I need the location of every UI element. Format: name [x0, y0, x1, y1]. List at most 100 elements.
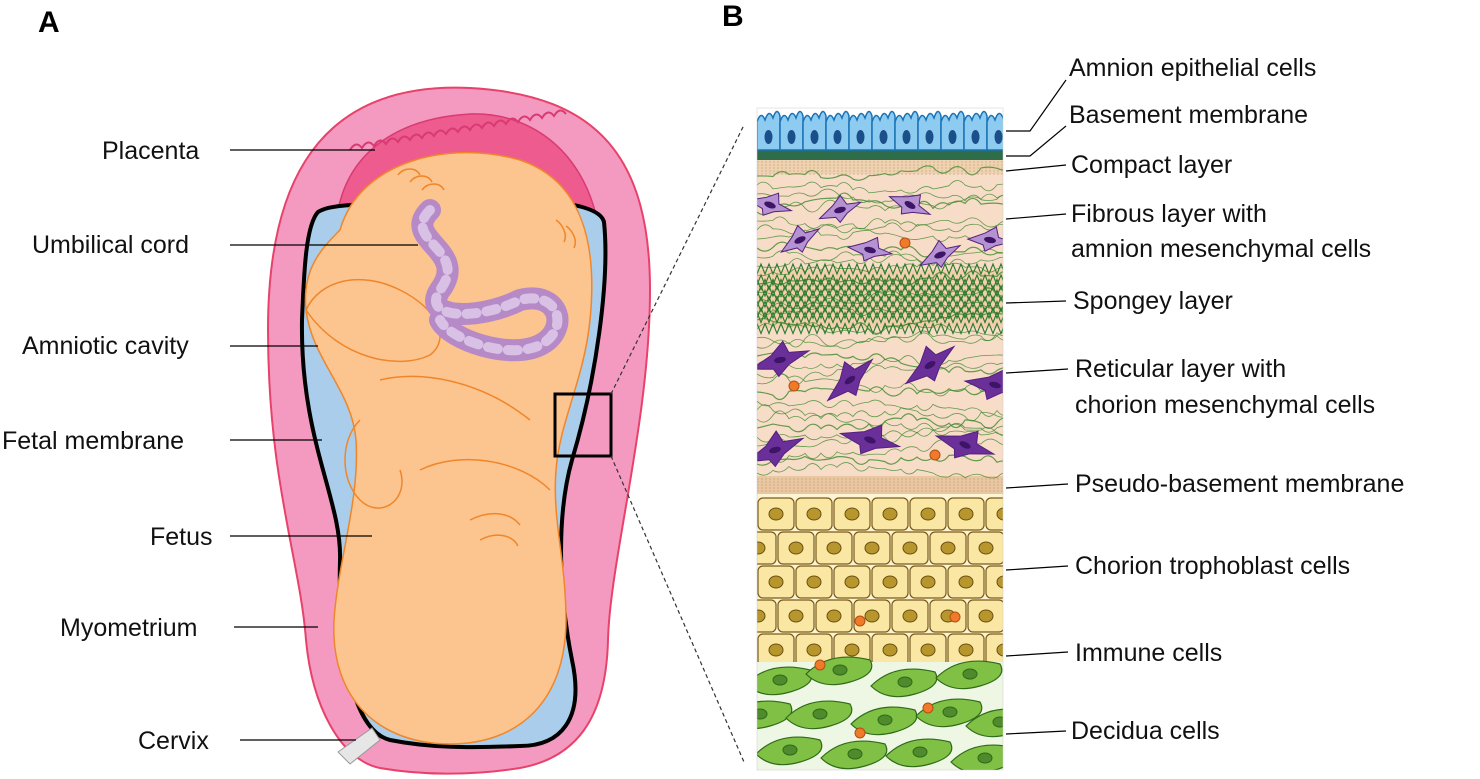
trophoblast-nucleus [757, 541, 766, 555]
pseudo-basement-band [757, 476, 1003, 494]
mesenchymal-cells [757, 192, 1003, 468]
zoom-guide-bottom [610, 455, 745, 763]
collagen-fiber [757, 287, 1003, 299]
amnion-nucleus [902, 130, 911, 144]
collagen-fiber [757, 354, 1003, 369]
collagen-fiber [757, 330, 1003, 349]
collagen-fiber [757, 384, 1003, 401]
membrane-cross-section [757, 110, 1060, 770]
collagen-fiber [757, 429, 1003, 443]
label-placenta: Placenta [102, 137, 199, 165]
label-chorion-trophoblast: Chorion trophoblast cells [1075, 552, 1350, 580]
compact-layer-band [757, 160, 1003, 174]
trophoblast-nucleus [920, 507, 936, 521]
spongey-fiber [757, 295, 1003, 309]
leader-basement-membrane [1006, 125, 1067, 157]
leader-pseudo-basement [1005, 483, 1069, 489]
basement-membrane-band [757, 150, 1003, 160]
trophoblast-nucleus [958, 643, 974, 657]
decidua-nucleus [782, 744, 798, 756]
immune-cells-group [788, 237, 961, 739]
cervix-shape [337, 727, 381, 765]
label-reticular-line2: chorion mesenchymal cells [1075, 391, 1375, 419]
placenta-villi-edge [349, 109, 567, 151]
leader-decidua-cells [1005, 730, 1067, 735]
magnification-box [553, 392, 613, 458]
label-basement-membrane: Basement membrane [1069, 101, 1308, 129]
collagen-fiber [757, 192, 1003, 216]
trophoblast-nucleus [996, 643, 1003, 657]
decidua-nucleus [877, 714, 893, 726]
trophoblast-nucleus [902, 609, 918, 623]
trophoblast-cell [757, 599, 777, 633]
decidua-nucleus [942, 706, 958, 718]
trophoblast-nucleus [788, 609, 804, 623]
decidua-nucleus [992, 716, 1003, 728]
label-fetus: Fetus [150, 523, 213, 551]
trophoblast-nucleus [844, 507, 860, 521]
panel-b-letter: B [722, 0, 744, 33]
trophoblast-cell [1006, 532, 1042, 564]
collagen-fiber [757, 248, 1003, 264]
label-decidua-cells: Decidua cells [1071, 717, 1220, 745]
amnion-nucleus [787, 130, 796, 144]
leader-immune-cells [1005, 651, 1069, 657]
decidua-nucleus [757, 708, 768, 720]
decidua-nucleus [772, 674, 788, 686]
decidua-nucleus [962, 668, 978, 680]
trophoblast-nucleus [1035, 508, 1049, 520]
trophoblast-nucleus [920, 575, 936, 589]
decidua-nucleus [912, 746, 928, 758]
trophoblast-cell [985, 497, 1003, 531]
trophoblast-nucleus [768, 575, 784, 589]
umbilical-cord [411, 199, 569, 362]
leader-chorion-trophoblast [1005, 565, 1069, 571]
trophoblast-nucleus [864, 541, 880, 555]
collagen-fiber [757, 413, 1003, 433]
label-myometrium: Myometrium [60, 614, 198, 642]
trophoblast-cell [1006, 600, 1042, 632]
trophoblast-cell [1024, 634, 1060, 666]
amnion-nucleus [833, 130, 842, 144]
trophoblast-nucleus [806, 643, 822, 657]
collagen-fiber [757, 423, 1003, 448]
mesenchymal-cell [780, 224, 821, 253]
trophoblast-nucleus [996, 507, 1003, 521]
trophoblast-nucleus [1017, 542, 1031, 554]
mesenchymal-cell [846, 236, 894, 262]
mesenchymal-cell [888, 194, 932, 215]
collagen-fiber [757, 362, 1003, 386]
immune-cell [949, 611, 961, 623]
collagen-fiber [757, 251, 1003, 268]
amnion-epithelial-cells [757, 110, 1003, 151]
trophoblast-nucleus [768, 643, 784, 657]
trophoblast-nucleus [826, 609, 842, 623]
amnion-nucleus [971, 130, 980, 144]
collagen-fiber [757, 180, 1003, 194]
mesenchymal-cell [757, 340, 811, 378]
decidua-cells-group [757, 656, 1003, 770]
trophoblast-nucleus [978, 609, 994, 623]
decidua-nucleus [847, 748, 863, 760]
amnion-nucleus [948, 130, 957, 144]
immune-cell [854, 615, 866, 627]
mesenchymal-cell [826, 358, 874, 402]
spongey-fiber [757, 273, 1003, 287]
trophoblast-nucleus [826, 541, 842, 555]
leader-reticular-layer [1005, 368, 1069, 374]
trophoblast-nucleus [978, 541, 994, 555]
mesenchymal-cell [757, 430, 805, 468]
decidua-nucleus [897, 676, 913, 688]
immune-cell [929, 449, 941, 461]
trophoblast-nucleus [882, 507, 898, 521]
trophoblast-nucleus [996, 575, 1003, 589]
label-amniotic-cavity: Amniotic cavity [22, 332, 189, 360]
mesenchymal-cell [838, 424, 902, 455]
trophoblast-nucleus [882, 643, 898, 657]
trophoblast-nucleus [958, 575, 974, 589]
amnion-nucleus [810, 130, 819, 144]
trophoblast-nucleus [958, 507, 974, 521]
mesenchymal-cell [963, 368, 1003, 401]
label-umbilical-cord: Umbilical cord [32, 231, 189, 259]
label-amnion-epithelial: Amnion epithelial cells [1069, 54, 1316, 82]
